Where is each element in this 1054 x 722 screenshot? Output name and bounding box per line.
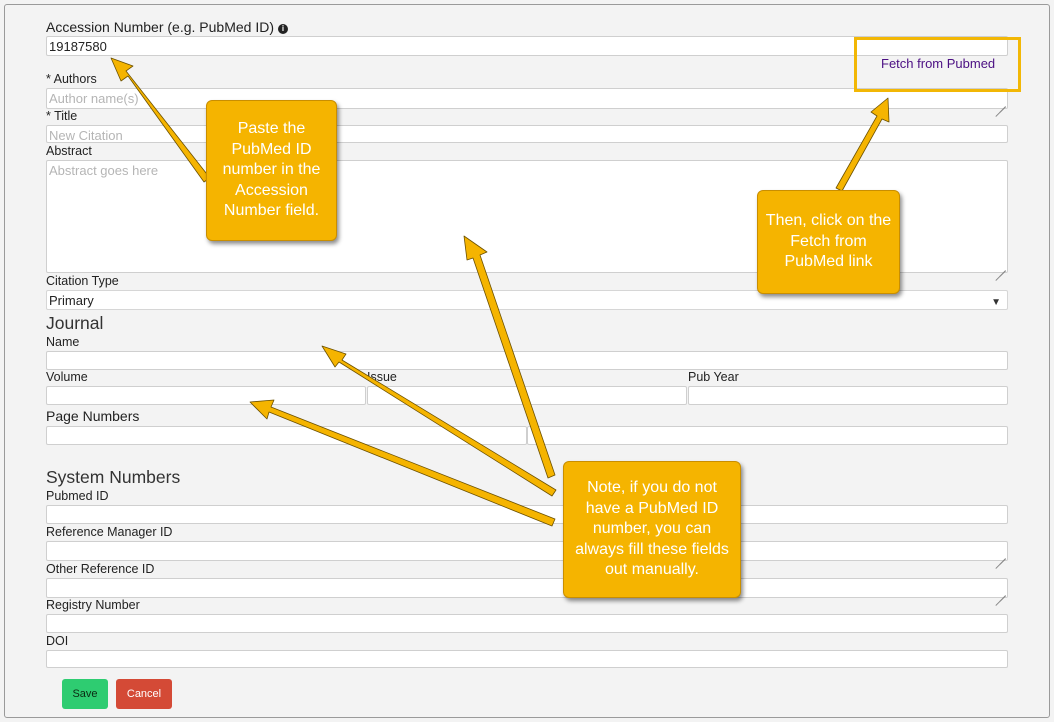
accession-label: Accession Number (e.g. PubMed ID)i bbox=[46, 19, 288, 35]
registry-number-label: Registry Number bbox=[46, 598, 140, 612]
authors-textarea[interactable]: Author name(s) bbox=[46, 88, 1008, 109]
callout-fetch-text: Then, click on the Fetch from PubMed lin… bbox=[765, 212, 892, 271]
resize-grip-icon[interactable] bbox=[995, 96, 1006, 107]
cancel-button[interactable]: Cancel bbox=[116, 679, 172, 709]
page-end-input[interactable] bbox=[527, 426, 1008, 445]
issue-label: Issue bbox=[367, 370, 397, 384]
pubmed-id-input[interactable] bbox=[46, 505, 1008, 524]
citation-type-label: Citation Type bbox=[46, 274, 119, 288]
callout-paste: Paste the PubMed ID number in the Access… bbox=[206, 100, 337, 241]
callout-note-text: Note, if you do not have a PubMed ID num… bbox=[575, 479, 729, 579]
volume-input[interactable] bbox=[46, 386, 366, 405]
citation-type-value: Primary bbox=[49, 293, 94, 308]
other-reference-id-label: Other Reference ID bbox=[46, 562, 155, 576]
abstract-label: Abstract bbox=[46, 144, 92, 158]
accession-label-text: Accession Number (e.g. PubMed ID) bbox=[46, 19, 274, 35]
chevron-down-icon: ▼ bbox=[991, 297, 1001, 308]
callout-paste-text: Paste the PubMed ID number in the Access… bbox=[222, 120, 321, 220]
pub-year-label: Pub Year bbox=[688, 370, 739, 384]
resize-grip-icon[interactable] bbox=[995, 260, 1006, 271]
doi-input[interactable] bbox=[46, 650, 1008, 668]
reference-manager-id-label: Reference Manager ID bbox=[46, 525, 173, 539]
accession-number-value: 19187580 bbox=[49, 39, 107, 54]
journal-name-label: Name bbox=[46, 335, 80, 349]
journal-name-input[interactable] bbox=[46, 351, 1008, 370]
doi-label: DOI bbox=[46, 634, 69, 648]
volume-label: Volume bbox=[46, 370, 88, 384]
journal-heading: Journal bbox=[46, 313, 104, 333]
system-numbers-heading: System Numbers bbox=[46, 467, 181, 487]
title-label: * Title bbox=[46, 109, 78, 123]
pubmed-id-label: Pubmed ID bbox=[46, 489, 109, 503]
page-numbers-label: Page Numbers bbox=[46, 408, 140, 424]
resize-grip-icon[interactable] bbox=[995, 585, 1006, 596]
title-placeholder: New Citation bbox=[49, 128, 123, 143]
callout-note: Note, if you do not have a PubMed ID num… bbox=[563, 461, 741, 598]
accession-number-input[interactable]: 19187580 bbox=[46, 36, 1008, 56]
pub-year-input[interactable] bbox=[688, 386, 1008, 405]
reference-manager-id-textarea[interactable] bbox=[46, 541, 1008, 561]
abstract-placeholder: Abstract goes here bbox=[49, 163, 159, 178]
registry-number-input[interactable] bbox=[46, 614, 1008, 633]
other-reference-id-textarea[interactable] bbox=[46, 578, 1008, 598]
callout-fetch: Then, click on the Fetch from PubMed lin… bbox=[757, 190, 900, 294]
authors-label: * Authors bbox=[46, 72, 97, 86]
fetch-from-pubmed-link[interactable]: Fetch from Pubmed bbox=[881, 56, 996, 71]
authors-placeholder: Author name(s) bbox=[49, 91, 139, 106]
page-start-input[interactable] bbox=[46, 426, 527, 445]
title-input[interactable]: New Citation bbox=[46, 125, 1008, 143]
issue-input[interactable] bbox=[367, 386, 687, 405]
info-icon[interactable]: i bbox=[277, 24, 288, 34]
resize-grip-icon[interactable] bbox=[995, 548, 1006, 559]
save-button[interactable]: Save bbox=[62, 679, 108, 709]
